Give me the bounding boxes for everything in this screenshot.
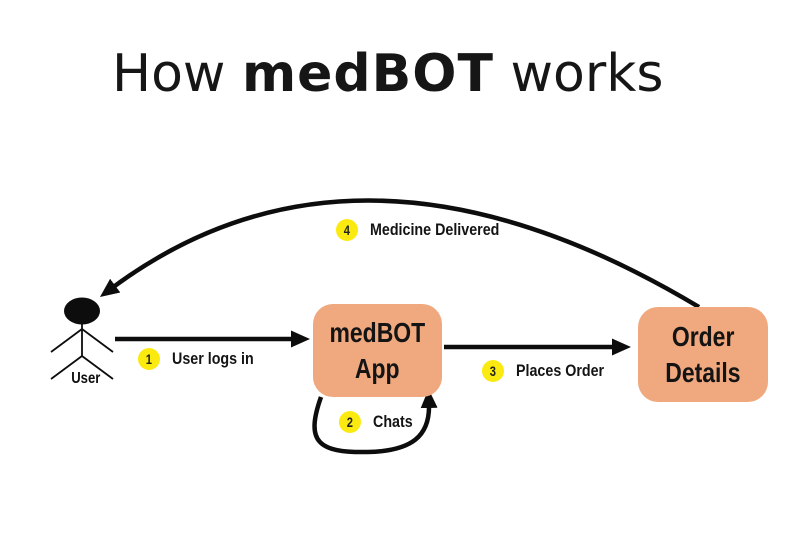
step-4-label: Medicine Delivered <box>370 220 500 239</box>
node-medbot-app-line1: medBOT <box>329 316 426 348</box>
title-word2: works <box>510 44 664 104</box>
step-2: 2 Chats <box>339 411 420 433</box>
node-order-details-line2: Details <box>665 356 741 388</box>
arrow-chats-loop <box>312 389 438 455</box>
step-2-label: Chats <box>373 412 413 431</box>
user-leg-left <box>50 355 83 380</box>
user-figure <box>50 297 114 380</box>
node-order-details: Order Details <box>638 307 768 402</box>
user-head <box>64 297 100 325</box>
step-2-badge: 2 <box>339 411 361 433</box>
step-1-badge: 1 <box>138 348 160 370</box>
user-arm-right <box>81 328 114 353</box>
user-arm-left <box>50 328 83 353</box>
step-3-badge: 3 <box>482 360 504 382</box>
step-4: 4 Medicine Delivered <box>336 219 524 241</box>
title-brand: medBOT <box>241 44 494 104</box>
page-title: How medBOT works <box>112 44 663 104</box>
step-3-label: Places Order <box>516 361 605 380</box>
step-4-badge: 4 <box>336 219 358 241</box>
user-leg-right <box>81 355 114 380</box>
user-label: User <box>71 370 101 387</box>
step-3: 3 Places Order <box>482 360 621 382</box>
arrow-medicine-delivered <box>99 198 701 309</box>
step-1: 1 User logs in <box>138 348 269 370</box>
node-order-details-line1: Order <box>671 320 735 352</box>
node-medbot-app: medBOT App <box>313 304 442 397</box>
step-1-label: User logs in <box>172 349 254 368</box>
title-word1: How <box>112 44 226 104</box>
node-medbot-app-line2: App <box>355 352 400 384</box>
